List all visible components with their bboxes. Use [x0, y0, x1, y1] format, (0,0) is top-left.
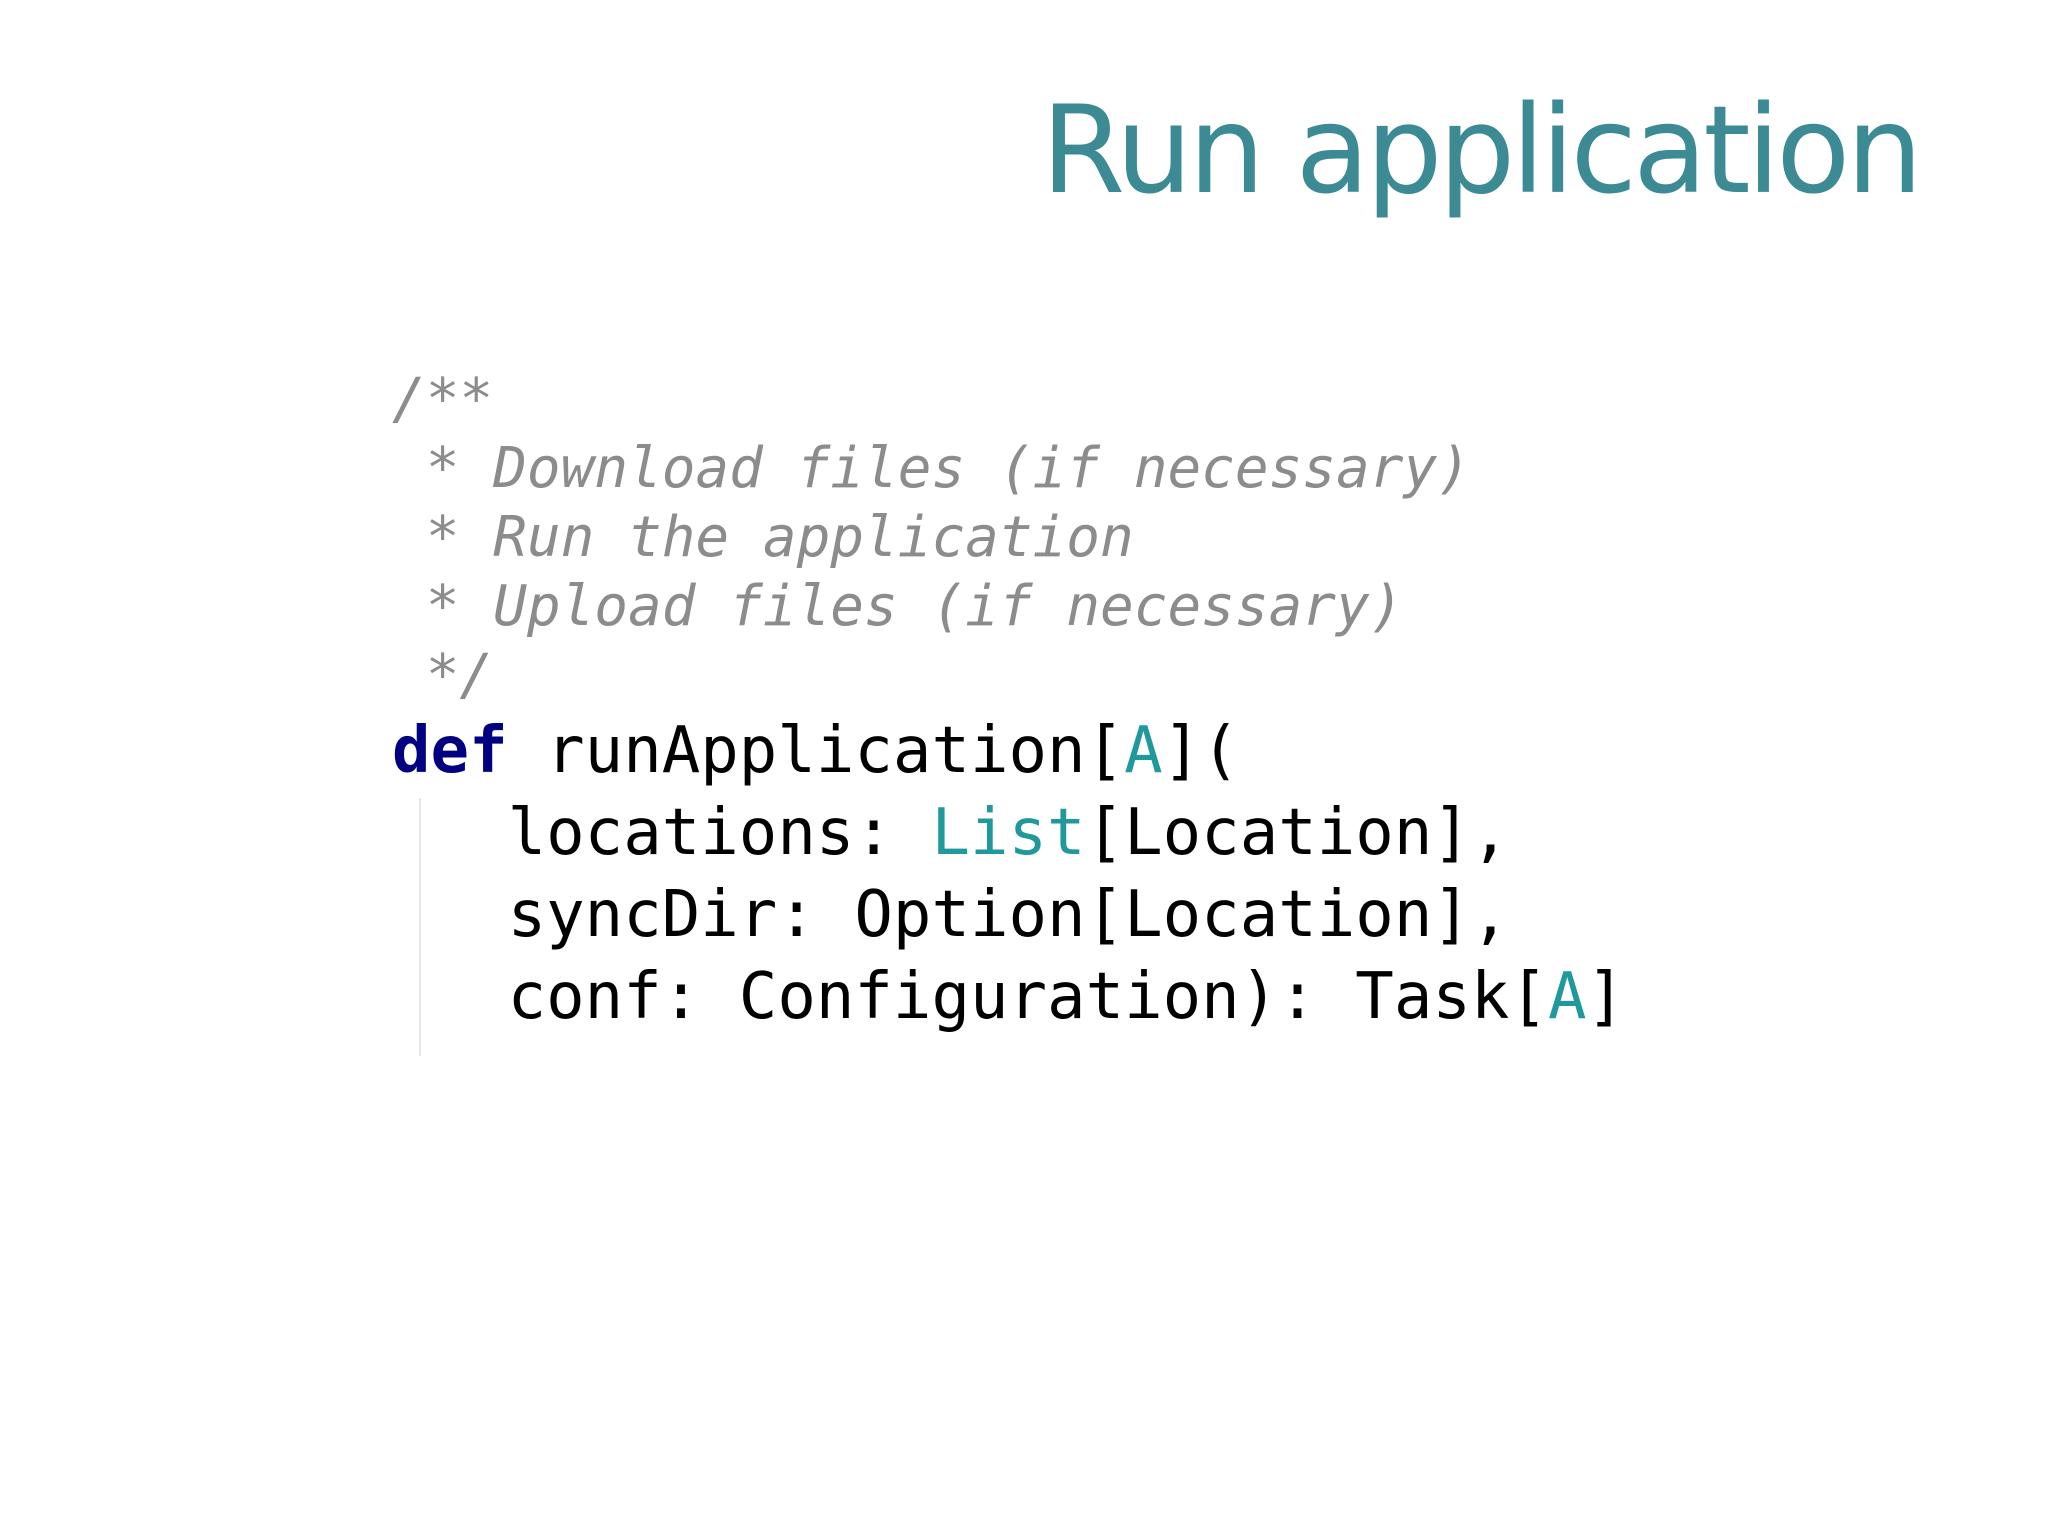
slide-title: Run application — [1041, 80, 1923, 221]
def-keyword: def — [392, 714, 508, 788]
param-line-syncdir: syncDir: Option[Location], — [392, 874, 1625, 956]
param-name: syncDir: — [392, 878, 855, 952]
param-type: List — [931, 796, 1086, 870]
return-type: ): Task[ — [1239, 960, 1548, 1034]
comment-line: /** — [392, 367, 494, 432]
code-block: /** * Download files (if necessary) * Ru… — [392, 365, 1625, 1056]
type-param: A — [1124, 714, 1163, 788]
param-line-locations: locations: List[Location], — [392, 792, 1625, 874]
comment-line: * Run the application — [392, 505, 1134, 570]
param-type: Configuration — [738, 960, 1240, 1034]
indent-guide — [419, 798, 421, 1056]
param-type-rest: [Location], — [1085, 796, 1510, 870]
return-bracket: ] — [1586, 960, 1625, 1034]
param-type: Option — [854, 878, 1086, 952]
param-line-conf: conf: Configuration): Task[A] — [392, 956, 1625, 1038]
comment-line: * Upload files (if necessary) — [392, 574, 1404, 639]
param-type-rest: [Location], — [1085, 878, 1510, 952]
type-param: A — [1547, 960, 1587, 1034]
function-name: runApplication[ — [507, 714, 1125, 788]
signature-bracket: ]( — [1162, 714, 1240, 788]
param-name: locations: — [392, 796, 932, 870]
param-name: conf: — [392, 960, 739, 1034]
param-list: locations: List[Location], syncDir: Opti… — [392, 792, 1625, 1056]
function-signature-line: def runApplication[A]( — [392, 710, 1625, 792]
comment-line: * Download files (if necessary) — [392, 436, 1471, 501]
comment-line: */ — [392, 643, 494, 708]
